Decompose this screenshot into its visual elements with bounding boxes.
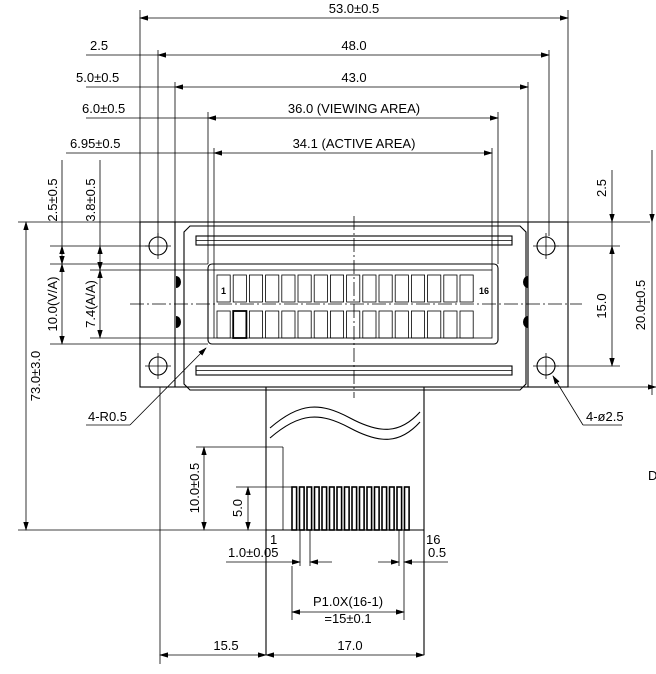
pin-first-label: 1 bbox=[270, 532, 277, 547]
character-cell bbox=[216, 310, 231, 339]
fpc-pad bbox=[381, 486, 388, 531]
character-cell bbox=[427, 310, 442, 339]
character-cell bbox=[232, 310, 248, 339]
character-cell bbox=[313, 310, 328, 339]
fpc-pad bbox=[328, 486, 335, 531]
right-dimensions: 2.5 15.0 20.0±0.5 D bbox=[555, 150, 656, 483]
left-dimensions: 73.0±3.0 2.5±0.5 3.8±0.5 10.0(V/A) 7.4(A… bbox=[18, 160, 266, 531]
character-cell bbox=[346, 310, 361, 339]
character-cell bbox=[394, 274, 409, 303]
character-cell bbox=[346, 274, 361, 303]
character-cell bbox=[281, 310, 296, 339]
fpc-pad bbox=[358, 486, 365, 531]
fpc-pad bbox=[396, 486, 403, 531]
fpc-pad bbox=[298, 486, 305, 531]
character-cell bbox=[329, 310, 344, 339]
total-height-label: 73.0±3.0 bbox=[28, 351, 43, 402]
contact-pads bbox=[176, 276, 528, 328]
bezel-outline bbox=[183, 225, 527, 391]
fpc-pad bbox=[403, 486, 410, 531]
char-first-label: 1 bbox=[221, 286, 226, 296]
corner-radius-label: 4-R0.5 bbox=[88, 409, 127, 424]
overall-width-label: 53.0±0.5 bbox=[329, 1, 380, 16]
left-hole-offset-label: 2.5 bbox=[90, 38, 108, 53]
fpc-pad bbox=[313, 486, 320, 531]
top-viewing-offset-label: 2.5±0.5 bbox=[45, 178, 60, 221]
left-bezel-offset-label: 5.0±0.5 bbox=[76, 70, 119, 85]
character-cell bbox=[362, 310, 377, 339]
fpc-pad bbox=[388, 486, 395, 531]
character-cell bbox=[394, 310, 409, 339]
center-lines bbox=[130, 216, 582, 398]
left-active-offset-label: 6.95±0.5 bbox=[70, 136, 121, 151]
pitch-label-line1: P1.0X(16-1) bbox=[313, 594, 383, 609]
hole-diameter-label: 4-ø2.5 bbox=[586, 409, 624, 424]
viewing-height-label: 10.0(V/A) bbox=[45, 277, 60, 332]
character-cell bbox=[378, 274, 393, 303]
character-cell bbox=[248, 310, 263, 339]
pad-length-label: 5.0 bbox=[230, 499, 245, 517]
right-hole-offset-label: 2.5 bbox=[594, 179, 609, 197]
character-cell bbox=[232, 310, 247, 339]
character-cell bbox=[248, 274, 263, 303]
character-cell bbox=[329, 274, 344, 303]
pad-width-label: 1.0±0.05 bbox=[228, 545, 279, 560]
character-cell bbox=[297, 274, 312, 303]
character-cell bbox=[362, 274, 377, 303]
fpc-pad bbox=[291, 486, 298, 531]
character-cell bbox=[232, 274, 247, 303]
character-cell bbox=[443, 310, 458, 339]
character-cell bbox=[410, 274, 425, 303]
fpc-pad bbox=[336, 486, 343, 531]
vertical-hole-pitch-label: 15.0 bbox=[594, 293, 609, 318]
mounting-holes bbox=[145, 233, 559, 379]
fpc-length-label: 10.0±0.5 bbox=[187, 463, 202, 514]
character-cell bbox=[313, 274, 328, 303]
character-cell bbox=[297, 310, 312, 339]
character-cell bbox=[281, 274, 296, 303]
character-cell bbox=[459, 310, 474, 339]
character-cell bbox=[459, 274, 474, 303]
character-cell bbox=[216, 274, 231, 303]
fpc-pad bbox=[321, 486, 328, 531]
fpc-pads bbox=[291, 486, 410, 531]
fpc-pad bbox=[366, 486, 373, 531]
overall-height-label: 20.0±0.5 bbox=[633, 280, 648, 331]
character-cell bbox=[443, 274, 458, 303]
viewing-width-label: 36.0 (VIEWING AREA) bbox=[288, 101, 420, 116]
callouts: 4-R0.5 4-ø2.5 bbox=[86, 347, 624, 426]
fpc-pad bbox=[373, 486, 380, 531]
bezel-width-label: 43.0 bbox=[341, 70, 366, 85]
mounting-hole-icon bbox=[145, 353, 171, 379]
left-viewing-offset-label: 6.0±0.5 bbox=[82, 101, 125, 116]
fpc-width-label: 17.0 bbox=[337, 638, 362, 653]
fpc-pad bbox=[306, 486, 313, 531]
fpc-dimensions: 10.0±0.5 5.0 1 16 1.0±0.05 0.5 P1.0X(16-… bbox=[159, 387, 448, 664]
edge-fragment-text: D bbox=[648, 468, 656, 483]
fpc-pad bbox=[351, 486, 358, 531]
top-dimensions: 53.0±0.5 48.0 43.0 36.0 (VIEWING AREA) 3… bbox=[66, 1, 569, 270]
char-last-label: 16 bbox=[479, 286, 489, 296]
character-grid bbox=[216, 274, 474, 339]
pin-last-label: 16 bbox=[426, 532, 440, 547]
hole-pitch-label: 48.0 bbox=[341, 38, 366, 53]
fpc-pad bbox=[343, 486, 350, 531]
character-cell bbox=[265, 310, 280, 339]
character-cell bbox=[378, 310, 393, 339]
character-cell bbox=[265, 274, 280, 303]
active-width-label: 34.1 (ACTIVE AREA) bbox=[293, 136, 416, 151]
pitch-label-line2: =15±0.1 bbox=[324, 611, 371, 626]
top-active-offset-label: 3.8±0.5 bbox=[83, 178, 98, 221]
pad-gap-label: 0.5 bbox=[428, 545, 446, 560]
character-cell bbox=[427, 274, 442, 303]
active-height-label: 7.4(A/A) bbox=[83, 280, 98, 328]
character-cell bbox=[410, 310, 425, 339]
fpc-offset-label: 15.5 bbox=[213, 638, 238, 653]
